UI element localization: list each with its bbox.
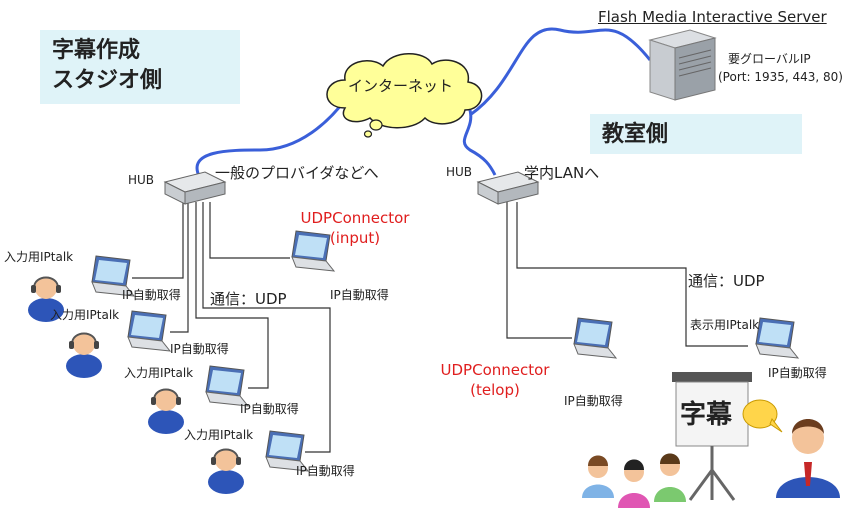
operator-3-person-icon — [147, 388, 185, 435]
speaker-person-icon — [776, 419, 840, 498]
cable-internet-to-right-hub — [462, 109, 497, 176]
server-title: Flash Media Interactive Server — [598, 8, 827, 26]
operator-1-role: 入力用IPtalk — [4, 250, 74, 264]
operator-2-person-icon — [65, 332, 103, 379]
internet-cloud-icon — [326, 53, 483, 138]
hub-right-caption: 学内LANへ — [524, 164, 600, 182]
speech-bubble-icon — [742, 399, 783, 433]
operator-1-ip: IP自動取得 — [122, 288, 181, 302]
hub-left-label: HUB — [128, 173, 155, 187]
comm-left-label: 通信：UDP — [210, 290, 287, 308]
udp-telop-line2: (telop) — [470, 381, 520, 399]
hub-right-icon — [476, 171, 540, 205]
server-icon — [648, 29, 717, 101]
udp-input-label: UDPConnector (input) — [280, 208, 430, 248]
studio-side-label: 字幕作成 スタジオ側 — [40, 30, 240, 104]
udp-input-line1: UDPConnector — [300, 209, 410, 227]
udp-telop-label: UDPConnector (telop) — [420, 360, 570, 400]
operator-4-role: 入力用IPtalk — [184, 428, 254, 442]
operator-4-ip: IP自動取得 — [296, 464, 355, 478]
screen-subtitle-text: 字幕 — [680, 400, 733, 430]
studio-label-line2: スタジオ側 — [52, 68, 163, 93]
internet-cables — [195, 27, 652, 179]
udp-input-ip: IP自動取得 — [330, 288, 389, 302]
operator-2-ip: IP自動取得 — [170, 342, 229, 356]
hub-left-icon — [163, 171, 227, 205]
operator-4-person-icon — [207, 448, 245, 495]
cable-internet-to-server — [469, 27, 652, 117]
laptop-display-icon — [755, 317, 799, 359]
laptop-udp-telop-icon — [573, 317, 617, 359]
display-ip: IP自動取得 — [768, 366, 827, 380]
display-role: 表示用IPtalk — [690, 318, 760, 332]
classroom-side-label: 教室側 — [590, 114, 802, 154]
operator-2-role: 入力用IPtalk — [50, 308, 120, 322]
udp-telop-line1: UDPConnector — [440, 361, 550, 379]
audience-icon — [582, 453, 686, 508]
operator-3-ip: IP自動取得 — [240, 402, 299, 416]
cable-left-hub-to-internet — [195, 99, 347, 179]
hub-right-label: HUB — [446, 165, 473, 179]
server-note-line1: 要グローバルIP — [728, 52, 811, 66]
studio-label-line1: 字幕作成 — [52, 38, 141, 63]
comm-right-label: 通信：UDP — [688, 272, 765, 290]
laptop-operator-2-icon — [127, 310, 171, 352]
operator-3-role: 入力用IPtalk — [124, 366, 194, 380]
udp-telop-ip: IP自動取得 — [564, 394, 623, 408]
projection-screen-icon — [672, 372, 752, 501]
internet-label: インターネット — [348, 77, 454, 95]
udp-input-line2: (input) — [329, 229, 381, 247]
lan-wires — [132, 202, 748, 453]
hub-left-caption: 一般のプロバイダなどへ — [215, 164, 379, 182]
server-note-line2: (Port: 1935, 443, 80) — [718, 70, 843, 84]
